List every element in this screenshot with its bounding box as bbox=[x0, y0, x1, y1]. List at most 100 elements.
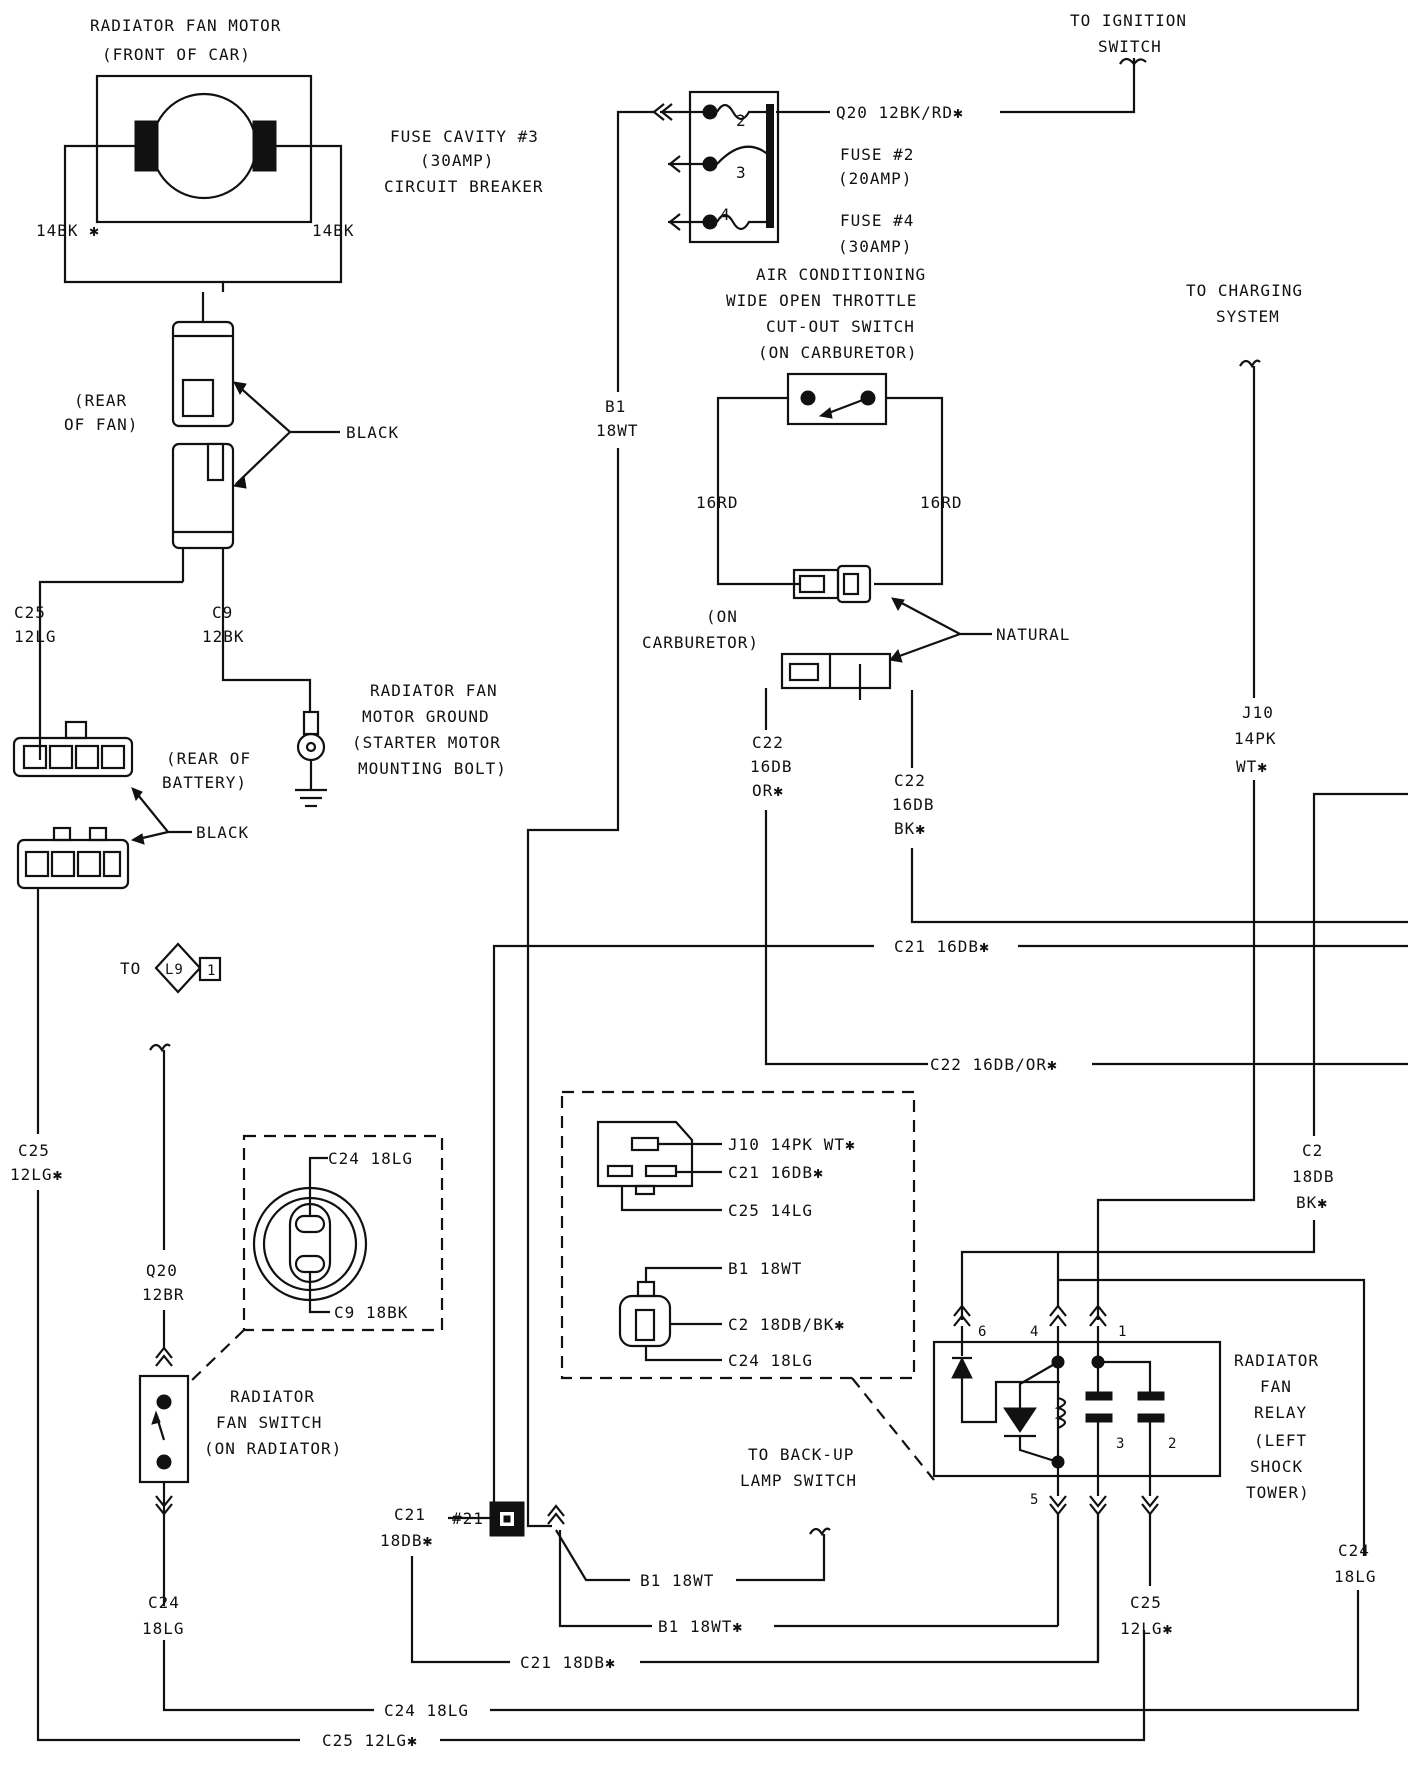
switch-detail-connector bbox=[252, 1156, 368, 1314]
ac-l4: (ON CARBURETOR) bbox=[758, 343, 918, 362]
natural-callout bbox=[889, 597, 992, 663]
black-label-2: BLACK bbox=[196, 823, 249, 842]
carb-connector bbox=[780, 564, 892, 700]
backup-break-mark bbox=[809, 1527, 831, 1537]
c25-l2: 12LG bbox=[14, 627, 57, 646]
motor-left-wire-label: 14BK ✱ bbox=[36, 221, 100, 240]
battery-connector bbox=[12, 720, 134, 890]
fuse21-icon bbox=[489, 1501, 525, 1537]
fan-motor-title: RADIATOR FAN MOTOR bbox=[90, 16, 281, 35]
c25-right-l2: 12LG✱ bbox=[1120, 1619, 1173, 1638]
l9-num: 1 bbox=[207, 963, 216, 979]
wire-c25-long bbox=[36, 888, 1146, 1742]
l9-label: L9 bbox=[165, 962, 184, 978]
wire-b1 bbox=[526, 110, 654, 1528]
wire-c25-top bbox=[38, 580, 183, 760]
fan-connector bbox=[171, 292, 235, 582]
fuse21-label: #21 bbox=[452, 1509, 484, 1528]
switch-detail-box bbox=[242, 1134, 444, 1332]
l9-reference bbox=[154, 942, 222, 994]
conn-c21-label: C21 16DB✱ bbox=[728, 1163, 824, 1182]
relay-pin-4: 4 bbox=[1030, 1324, 1039, 1340]
c24-right-l1: C24 bbox=[1338, 1541, 1370, 1560]
fuse-cavity-l2: (30AMP) bbox=[420, 151, 494, 170]
c22a-l3: OR✱ bbox=[752, 781, 784, 800]
relay-l3: RELAY bbox=[1254, 1403, 1307, 1422]
connector-detail-leader bbox=[851, 1377, 935, 1481]
wire-c9 bbox=[221, 582, 312, 712]
rear-of-battery-l1: (REAR OF bbox=[166, 749, 251, 768]
c22a-l2: 16DB bbox=[750, 757, 793, 776]
c21-bottom-label: C21 18DB✱ bbox=[520, 1653, 616, 1672]
backup-l1: TO BACK-UP bbox=[748, 1445, 854, 1464]
ac-l1: AIR CONDITIONING bbox=[756, 265, 926, 284]
b1-l2: 18WT bbox=[596, 421, 639, 440]
c24-bottom-label: C24 18LG bbox=[384, 1701, 469, 1720]
wire-c22-or bbox=[764, 688, 928, 1066]
c24-left-l1: C24 bbox=[148, 1593, 180, 1612]
c22b-l3: BK✱ bbox=[894, 819, 926, 838]
ignition-l2: SWITCH bbox=[1098, 37, 1162, 56]
fan-switch-l3: (ON RADIATOR) bbox=[204, 1439, 342, 1458]
charging-l1: TO CHARGING bbox=[1186, 281, 1303, 300]
relay-pin-3: 3 bbox=[1116, 1436, 1125, 1452]
c2-l2: 18DB bbox=[1292, 1167, 1335, 1186]
c21-left-l1: C21 bbox=[394, 1505, 426, 1524]
wire-q20-ignition bbox=[1000, 58, 1136, 114]
fan-motor-sub: (FRONT OF CAR) bbox=[102, 45, 251, 64]
c9-l2: 12BK bbox=[202, 627, 245, 646]
fuse-cavity-l1: FUSE CAVITY #3 bbox=[390, 127, 539, 146]
c21-mid-label: C21 16DB✱ bbox=[894, 937, 990, 956]
conn-c2-label: C2 18DB/BK✱ bbox=[728, 1315, 845, 1334]
wire-c24-bottom bbox=[162, 1590, 1360, 1712]
switch-detail-leader bbox=[189, 1329, 245, 1383]
ground-l1: RADIATOR FAN bbox=[370, 681, 498, 700]
ground-l3: (STARTER MOTOR bbox=[352, 733, 501, 752]
q20-top-label: Q20 12BK/RD✱ bbox=[836, 103, 964, 122]
switch-c24-label: C24 18LG bbox=[328, 1149, 413, 1168]
c24-left-l2: 18LG bbox=[142, 1619, 185, 1638]
fuse21-connector-top bbox=[547, 1504, 565, 1517]
relay-l6: TOWER) bbox=[1246, 1483, 1310, 1502]
b1-bottom-2: B1 18WT✱ bbox=[658, 1617, 743, 1636]
q20-l1: Q20 bbox=[146, 1261, 178, 1280]
radiator-fan-motor bbox=[63, 74, 343, 292]
ground-l4: MOUNTING BOLT) bbox=[358, 759, 507, 778]
black-label-1: BLACK bbox=[346, 423, 399, 442]
c2-l1: C2 bbox=[1302, 1141, 1323, 1160]
rd-left-label: 16RD bbox=[696, 493, 739, 512]
c24-right-l2: 18LG bbox=[1334, 1567, 1377, 1586]
relay-l4: (LEFT bbox=[1254, 1431, 1307, 1450]
wire-j10 bbox=[1096, 366, 1256, 1320]
black-callout-1 bbox=[232, 381, 340, 489]
fuse-num-4: 4 bbox=[720, 205, 731, 224]
wire-b1-fuse21 bbox=[555, 1529, 630, 1582]
c25-left-l1: C25 bbox=[18, 1141, 50, 1160]
c9-l1: C9 bbox=[212, 603, 233, 622]
c21-left-l2: 18DB✱ bbox=[380, 1531, 433, 1550]
c22a-l1: C22 bbox=[752, 733, 784, 752]
conn-c25-label: C25 14LG bbox=[728, 1201, 813, 1220]
radiator-fan-relay bbox=[932, 1252, 1366, 1662]
relay-l5: SHOCK bbox=[1250, 1457, 1303, 1476]
fuse-num-2: 2 bbox=[736, 111, 747, 130]
b1-bottom-1: B1 18WT bbox=[640, 1571, 714, 1590]
conn-j10-label: J10 14PK WT✱ bbox=[728, 1135, 856, 1154]
fuse2-l1: FUSE #2 bbox=[840, 145, 914, 164]
fuse-cavity-l3: CIRCUIT BREAKER bbox=[384, 177, 544, 196]
fuse4-l2: (30AMP) bbox=[838, 237, 912, 256]
motor-right-wire-label: 14BK bbox=[312, 221, 355, 240]
ignition-l1: TO IGNITION bbox=[1070, 11, 1187, 30]
wire-c21 bbox=[410, 944, 1100, 1664]
connector-detail-bottom bbox=[618, 1266, 722, 1362]
relay-l2: FAN bbox=[1260, 1377, 1292, 1396]
rear-of-fan-l1: (REAR bbox=[74, 391, 127, 410]
b1-l1: B1 bbox=[605, 397, 626, 416]
relay-l1: RADIATOR bbox=[1234, 1351, 1319, 1370]
fan-switch-l1: RADIATOR bbox=[230, 1387, 315, 1406]
c22-mid-label: C22 16DB/OR✱ bbox=[930, 1055, 1058, 1074]
c25-l1: C25 bbox=[14, 603, 46, 622]
charging-break-mark bbox=[1239, 359, 1261, 369]
ac-l2: WIDE OPEN THROTTLE bbox=[726, 291, 917, 310]
